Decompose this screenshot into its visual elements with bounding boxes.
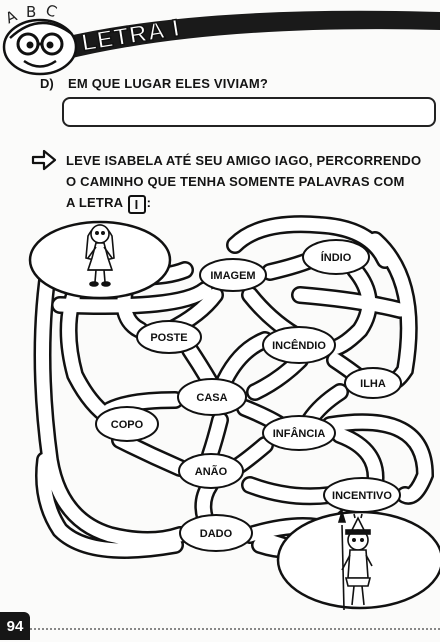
word-bubble-anao[interactable]: ANÃO — [178, 453, 244, 489]
word-anao: ANÃO — [195, 465, 228, 478]
instruction-line-3-end: : — [146, 195, 152, 210]
instruction-line-3: A LETRA I: — [66, 192, 434, 214]
girl-figure — [85, 224, 115, 287]
word-dado: DADO — [200, 528, 233, 540]
word-bubble-incendio[interactable]: INCÊNDIO — [262, 326, 336, 364]
word-casa: CASA — [196, 392, 227, 404]
instruction-line-3-start: A LETRA — [66, 195, 123, 210]
word-infancia: INFÂNCIA — [273, 427, 326, 440]
highlight-letter-box: I — [127, 195, 146, 214]
word-bubble-casa[interactable]: CASA — [177, 378, 247, 416]
answer-box[interactable] — [62, 97, 436, 127]
word-incentivo: INCENTIVO — [332, 490, 392, 502]
header-letter-b: B — [26, 3, 37, 21]
header: A B C LETRA I — [0, 0, 440, 90]
word-bubble-incentivo[interactable]: INCENTIVO — [323, 477, 401, 513]
instruction-line-2: O CAMINHO QUE TENHA SOMENTE PALAVRAS COM — [66, 174, 405, 189]
word-ilha: ILHA — [360, 378, 386, 390]
mascot-icon — [2, 18, 78, 76]
word-bubble-copo[interactable]: COPO — [95, 406, 159, 442]
word-bubble-dado[interactable]: DADO — [179, 514, 253, 552]
bottom-rule — [30, 628, 440, 630]
word-bubble-infancia[interactable]: INFÂNCIA — [262, 415, 336, 451]
word-imagem: IMAGEM — [210, 270, 255, 282]
word-bubble-poste[interactable]: POSTE — [136, 320, 202, 354]
word-bubble-ilha[interactable]: ILHA — [344, 367, 402, 399]
boy-figure — [337, 509, 373, 611]
instruction-text: LEVE ISABELA ATÉ SEU AMIGO IAGO, PERCORR… — [66, 150, 434, 214]
instruction-line-1: LEVE ISABELA ATÉ SEU AMIGO IAGO, PERCORR… — [66, 153, 422, 168]
word-poste: POSTE — [150, 332, 187, 344]
arrow-right-icon — [31, 149, 57, 171]
word-maze: IMAGEM ÍNDIO POSTE INCÊNDIO ILHA CASA CO… — [28, 200, 440, 611]
question-text: EM QUE LUGAR ELES VIVIAM? — [68, 76, 269, 91]
header-banner — [60, 10, 440, 60]
header-art — [2, 10, 440, 76]
word-bubble-indio[interactable]: ÍNDIO — [302, 239, 370, 275]
word-incendio: INCÊNDIO — [272, 339, 326, 352]
page-number: 94 — [0, 612, 30, 640]
word-bubble-imagem[interactable]: IMAGEM — [199, 258, 267, 292]
question-letter: D) — [40, 76, 54, 91]
word-indio: ÍNDIO — [321, 251, 352, 264]
word-copo: COPO — [111, 419, 144, 431]
